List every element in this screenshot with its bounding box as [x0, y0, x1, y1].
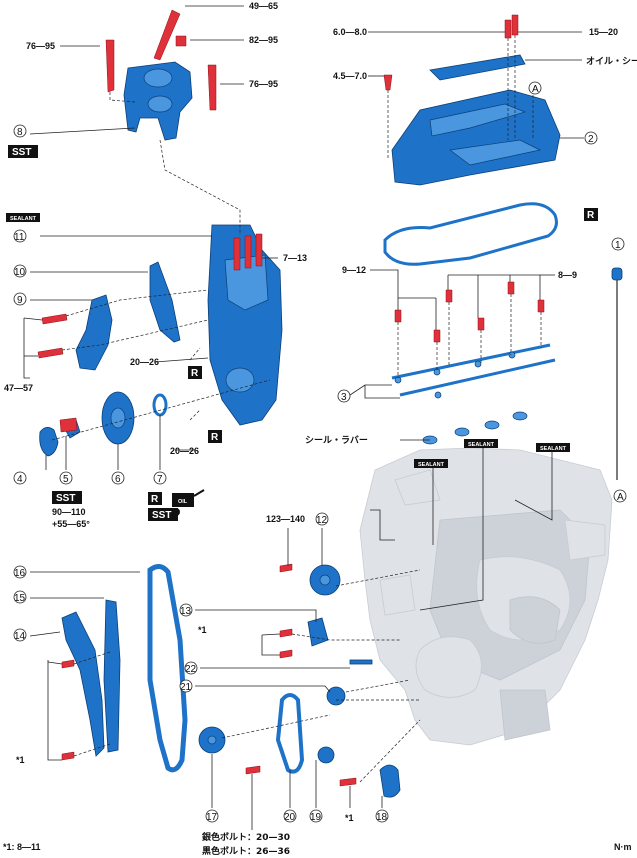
sst-tag-seal: SST: [152, 510, 171, 521]
bolts: [37, 9, 545, 787]
torque-7-13: 7—13: [283, 253, 307, 263]
footnote-star1: *1: 8—11: [3, 842, 41, 852]
callout-22: 22: [185, 664, 197, 675]
torque-6-8: 6.0—8.0: [333, 27, 367, 37]
torque-76-95-b: 76—95: [249, 79, 278, 89]
torque-4-5-7: 4.5—7.0: [333, 71, 367, 81]
oil-pump-assembly: [123, 61, 193, 141]
torque-labels: 76—95 49—65 82—95 76—95 6.0—8.0 15—20 4.…: [4, 1, 618, 529]
callout-7: 7: [157, 474, 163, 485]
torque-9-12: 9—12: [342, 265, 366, 275]
sst-tag-pulley: SST: [56, 493, 75, 504]
star1-label-a: *1: [198, 625, 207, 635]
callout-6: 6: [115, 474, 121, 485]
r-tag-seal: R: [151, 494, 159, 505]
oil-dipstick: [611, 267, 623, 480]
torque-55-65-deg: +55—65°: [52, 519, 90, 529]
callout-10: 10: [14, 267, 26, 278]
star1-label-b: *1: [16, 755, 25, 765]
sealant-tag-front: SEALANT: [10, 216, 37, 222]
ref-a-right: A: [617, 492, 624, 503]
seal-rubber-label: シール・ラバー: [305, 435, 368, 446]
callout-20: 20: [284, 812, 296, 823]
torque-47-57: 47—57: [4, 383, 33, 393]
star1-label-c: *1: [345, 813, 354, 823]
callout-9: 9: [17, 295, 23, 306]
torque-49-65: 49—65: [249, 1, 278, 11]
front-cover-plate: [149, 261, 181, 343]
callout-5: 5: [63, 474, 69, 485]
torque-123-140: 123—140: [266, 514, 305, 524]
callout-17: 17: [206, 812, 218, 823]
callout-14: 14: [14, 631, 26, 642]
torque-76-95-a: 76—95: [26, 41, 55, 51]
torque-20-26-b: 20—26: [170, 446, 199, 456]
leader-lines: [23, 5, 621, 830]
torque-82-95: 82—95: [249, 35, 278, 45]
oil-seal-label: オイル・シール: [586, 56, 637, 67]
silver-bolt-label: 銀色ボルト：20—30: [202, 831, 290, 843]
sealant-tag-1: SEALANT: [418, 462, 445, 468]
crankshaft-pulley-parts: [39, 391, 168, 457]
callout-4: 4: [17, 474, 23, 485]
callout-8: 8: [17, 127, 23, 138]
unit-label: N·m: [614, 842, 632, 852]
sst-tag-oil-pump: SST: [12, 147, 31, 158]
r-tag-gasket: R: [587, 210, 595, 221]
r-tag-cover-a: R: [191, 368, 199, 379]
reference-markers: A A: [528, 81, 627, 503]
spark-plug-gaskets: [391, 343, 556, 399]
text-labels: オイル・シール シール・ラバー *1 *1 *1 *1: 8—11 銀色ボルト：…: [3, 56, 637, 857]
torque-8-9: 8—9: [558, 270, 577, 280]
oil-can-icon: OIL: [172, 489, 205, 516]
seal-rubbers: [422, 411, 528, 445]
head-cover-gasket: [383, 202, 558, 266]
sealant-tag-3: SEALANT: [540, 446, 567, 452]
bracket-part: [75, 294, 113, 371]
callout-11: 11: [14, 232, 25, 243]
r-tag-cover-b: R: [211, 432, 219, 443]
torque-20-26-a: 20—26: [130, 357, 159, 367]
callout-12: 12: [316, 515, 328, 526]
torque-90-110: 90—110: [52, 507, 86, 517]
torque-15-20: 15—20: [589, 27, 618, 37]
sealant-tag-2: SEALANT: [468, 442, 495, 448]
callout-2: 2: [588, 134, 594, 145]
callout-3: 3: [341, 392, 347, 403]
callout-15: 15: [14, 593, 26, 604]
timing-chain-system: [61, 564, 401, 798]
engine-block: [359, 447, 613, 746]
callout-13: 13: [180, 606, 192, 617]
cylinder-head-cover: [391, 54, 561, 186]
oil-tag: OIL: [178, 499, 188, 505]
callout-numbers: 1 2 3 4 5 6 7 8 9 10 11 12 13 14 15 16 1…: [13, 124, 625, 823]
callout-19: 19: [310, 812, 322, 823]
callout-18: 18: [376, 812, 388, 823]
callout-16: 16: [14, 568, 26, 579]
ref-a-top: A: [532, 84, 539, 95]
callout-1: 1: [615, 240, 621, 251]
tags: SST SST R SST OIL R R R SEALANT SEALANT …: [6, 145, 598, 521]
black-bolt-label: 黒色ボルト：26—36: [202, 845, 290, 857]
callout-21: 21: [180, 682, 192, 693]
